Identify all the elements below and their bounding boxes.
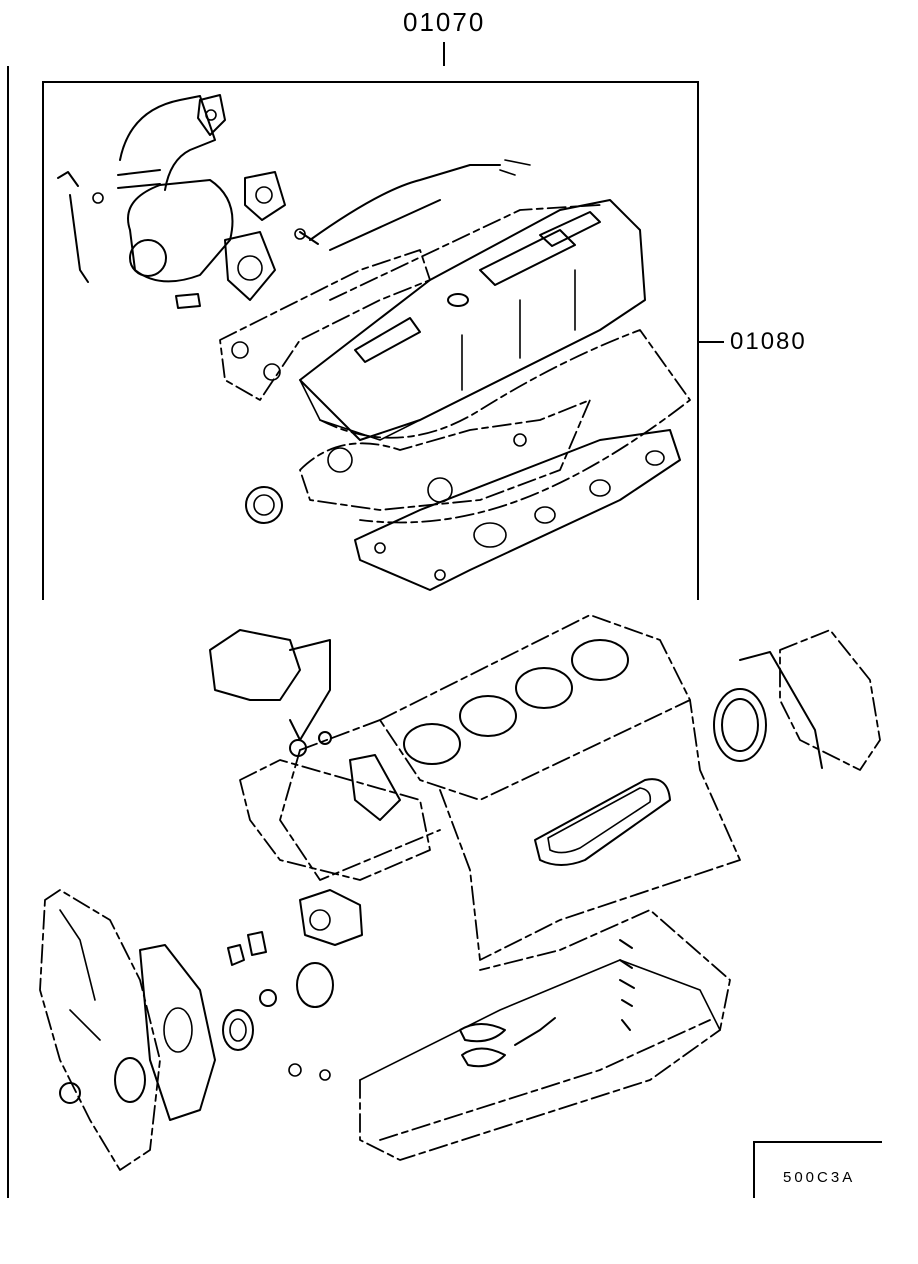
engine-block-gasket-kit-icon: [39, 614, 881, 1171]
figure-reference-code: 500C3A: [783, 1169, 856, 1186]
callout-01080: 01080: [730, 328, 807, 355]
cylinder-head-gasket-kit-icon: [57, 94, 691, 591]
diagram-frame: [7, 42, 882, 1198]
callout-01070: 01070: [403, 7, 486, 37]
